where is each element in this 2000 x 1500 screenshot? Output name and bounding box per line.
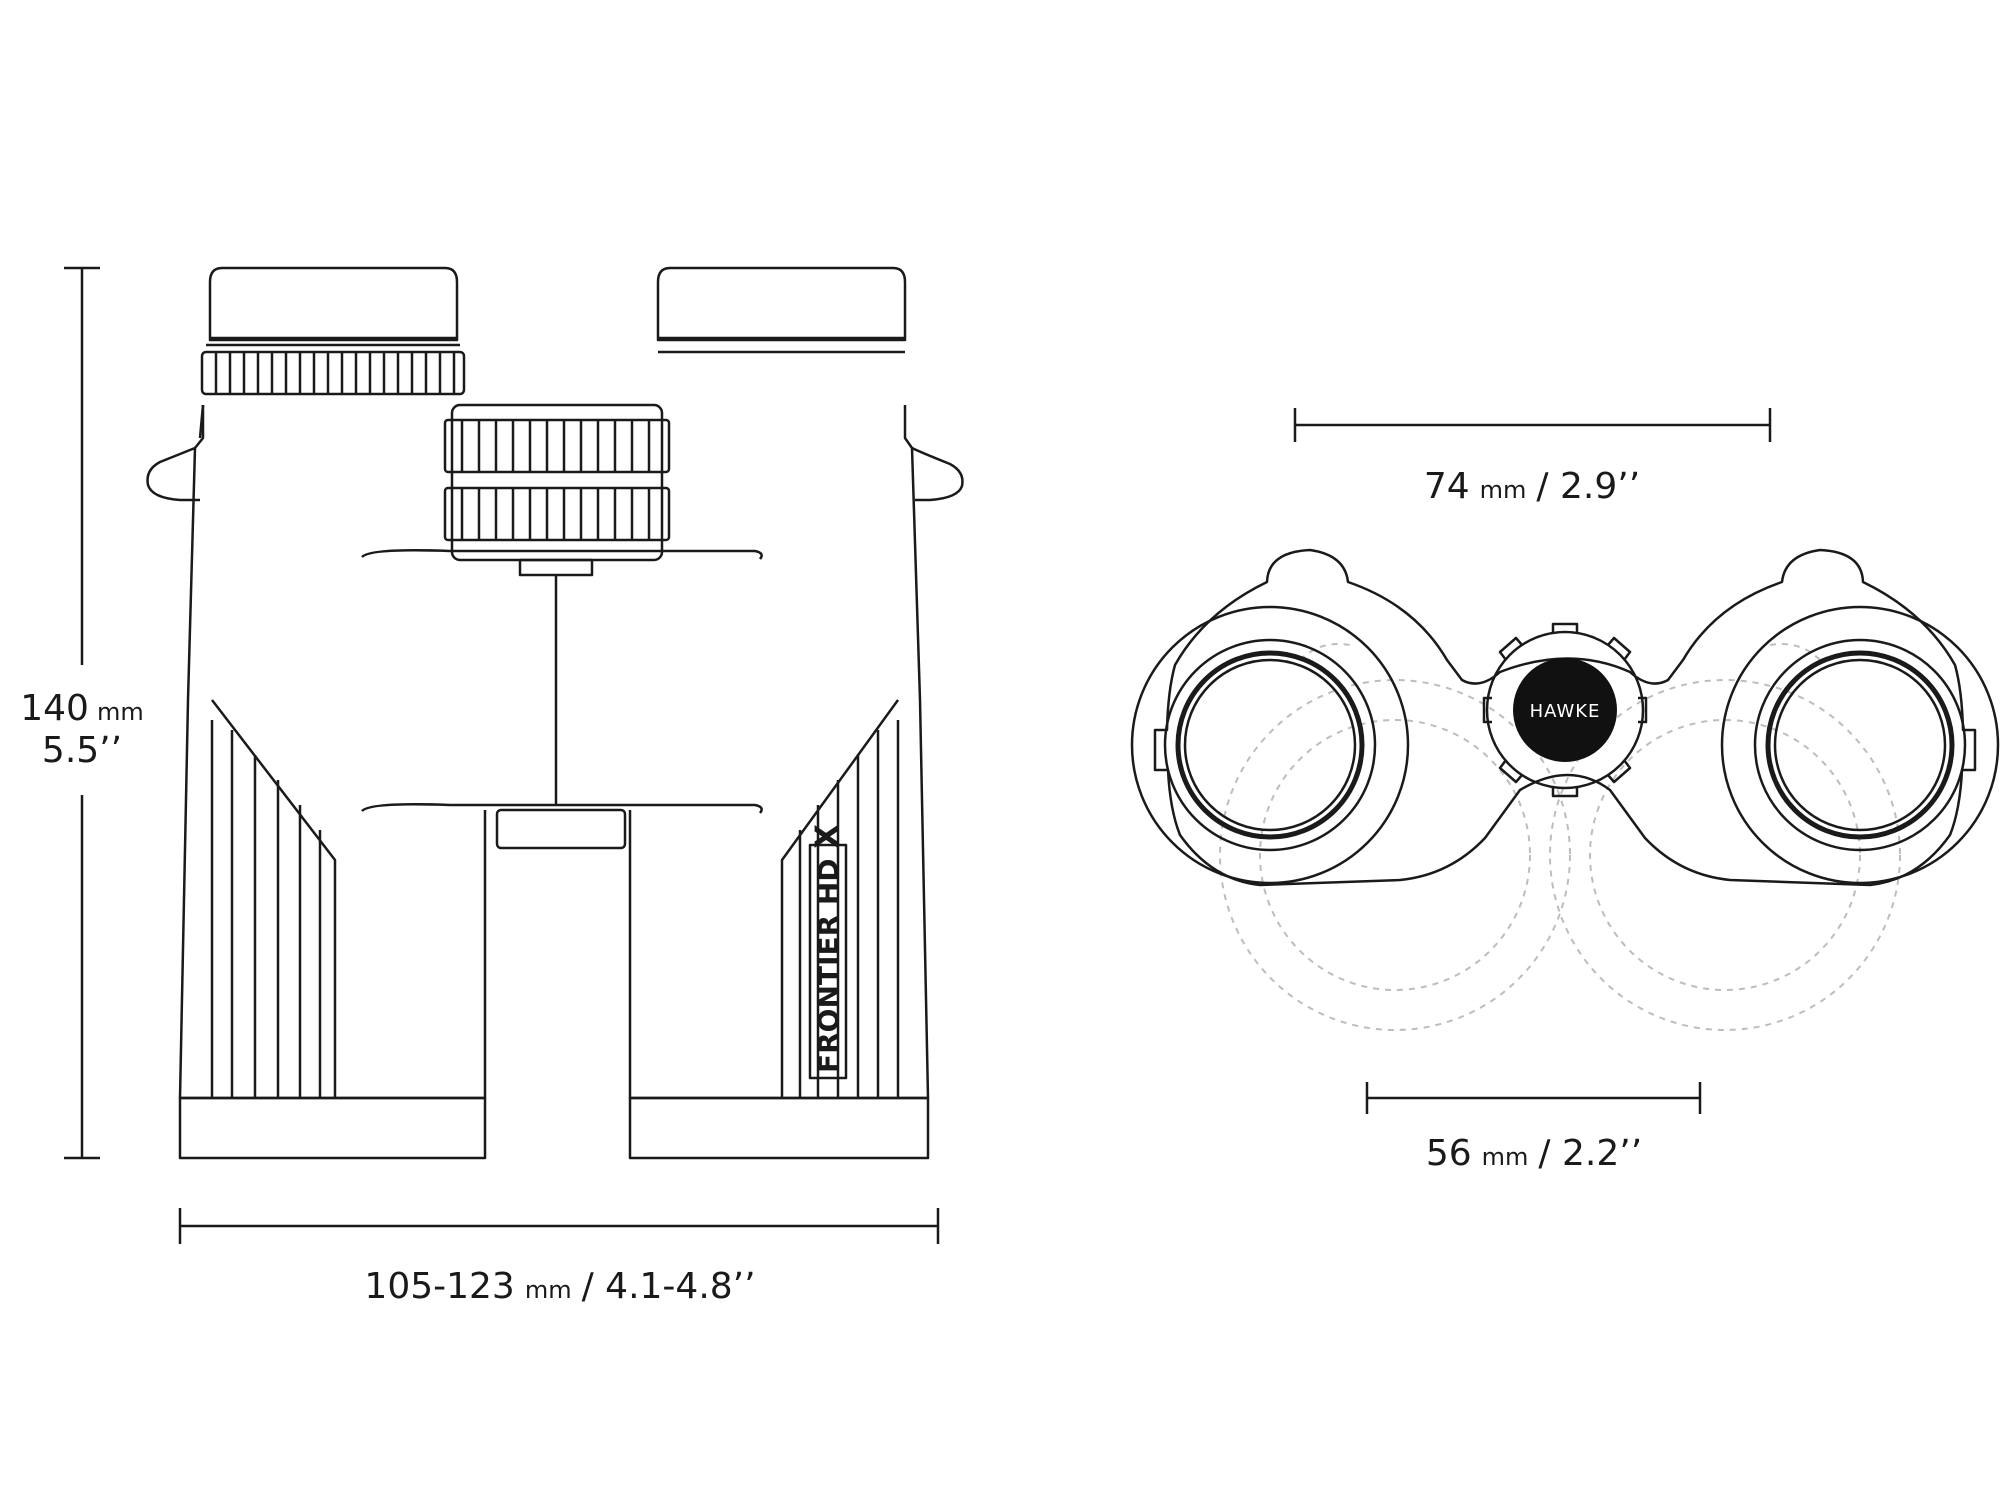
right-objective-lens [1720, 605, 2000, 885]
left-objective-lens [1130, 605, 1410, 885]
hawke-logo-text: HAWKE [1530, 701, 1601, 722]
left-eyecup [208, 266, 459, 342]
left-eyepiece-body [1153, 548, 1977, 887]
eyepiece-width-dimension-line [1293, 408, 1772, 442]
hawke-logo-disc [1513, 658, 1617, 762]
right-eyecup [656, 266, 907, 354]
right-barrel [628, 405, 964, 1100]
height-dimension-line [64, 266, 100, 1160]
width-dimension-line [178, 1208, 940, 1244]
central-bridge [361, 549, 763, 850]
height-imperial-label: 5.5’’ [42, 730, 122, 771]
focus-wheel [443, 403, 671, 562]
binocular-side-view [146, 266, 964, 1160]
model-label: FRONTIER HD X [808, 824, 846, 1073]
focus-gear [1482, 622, 1648, 798]
left-diopter-ring [200, 343, 466, 396]
objective-width-dimension-line [1365, 1082, 1702, 1114]
objective-housings [178, 1096, 930, 1160]
binocular-front-view [1130, 548, 2000, 1031]
left-barrel [146, 404, 487, 1100]
